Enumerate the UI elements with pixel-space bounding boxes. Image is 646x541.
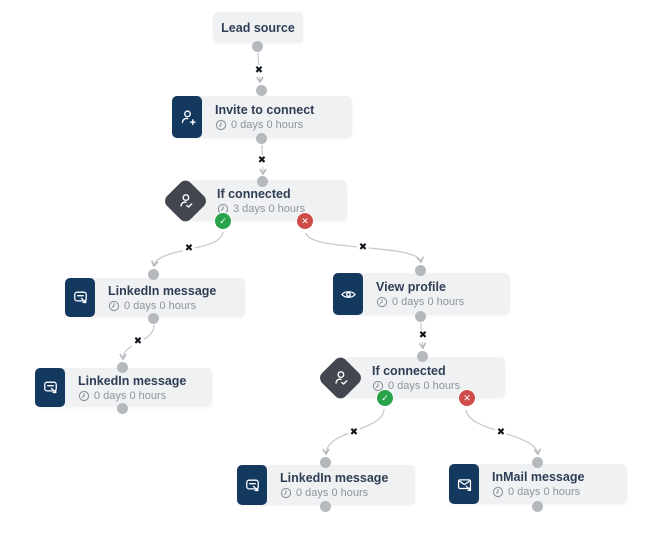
clock-icon — [215, 119, 227, 131]
node-linkedin-message-1[interactable]: LinkedIn message 0 days 0 hours — [65, 278, 245, 317]
connector-dot[interactable] — [415, 311, 426, 322]
chat-bubble-icon — [237, 465, 267, 505]
condition-yes-handle[interactable]: ✓ — [376, 389, 394, 407]
connector-dot[interactable] — [257, 176, 268, 187]
node-lead-source[interactable]: Lead source — [213, 12, 303, 43]
connector-dot[interactable] — [117, 403, 128, 414]
node-delay: 3 days 0 hours — [217, 203, 305, 215]
connector-dot[interactable] — [417, 351, 428, 362]
condition-no-handle[interactable]: ✕ — [458, 389, 476, 407]
node-view-profile[interactable]: View profile 0 days 0 hours — [333, 273, 510, 315]
clock-icon — [78, 390, 90, 401]
condition-yes-handle[interactable]: ✓ — [214, 212, 232, 230]
connector-dot[interactable] — [532, 457, 543, 468]
node-title: LinkedIn message — [280, 471, 389, 485]
node-title: If connected — [372, 363, 446, 378]
node-title: Invite to connect — [215, 103, 315, 117]
node-delay: 0 days 0 hours — [372, 380, 460, 392]
node-title: InMail message — [492, 470, 585, 484]
connector-dot[interactable] — [256, 85, 267, 96]
node-delay: 0 days 0 hours — [215, 119, 314, 131]
node-delay: 0 days 0 hours — [280, 487, 388, 499]
node-title: If connected — [217, 186, 291, 201]
node-title: LinkedIn message — [78, 373, 187, 388]
node-delay: 0 days 0 hours — [108, 300, 216, 312]
chat-bubble-icon — [35, 368, 65, 407]
clock-icon — [372, 380, 384, 391]
node-delay: 0 days 0 hours — [492, 486, 584, 498]
clock-icon — [108, 300, 120, 311]
connector-dot[interactable] — [256, 133, 267, 144]
node-delay: 0 days 0 hours — [376, 296, 464, 308]
edge-x-button[interactable]: ✖ — [131, 336, 145, 348]
clock-icon — [280, 487, 292, 499]
node-title: View profile — [376, 280, 446, 294]
node-linkedin-message-3[interactable]: LinkedIn message 0 days 0 hours — [237, 465, 415, 505]
edge-x-button[interactable]: ✖ — [255, 155, 269, 167]
node-linkedin-message-2[interactable]: LinkedIn message 0 days 0 hours — [35, 368, 212, 407]
connector-dot[interactable] — [117, 362, 128, 373]
connector-dot[interactable] — [320, 457, 331, 468]
inmail-envelope-icon — [449, 464, 479, 504]
clock-icon — [376, 296, 388, 308]
connector-dot[interactable] — [252, 41, 263, 52]
node-if-connected-2[interactable]: If connected 0 days 0 hours ✓ ✕ — [317, 354, 505, 407]
person-check-icon — [317, 354, 364, 401]
node-delay: 0 days 0 hours — [78, 390, 186, 402]
connector-dot[interactable] — [148, 269, 159, 280]
node-if-connected-1[interactable]: If connected 3 days 0 hours ✓ ✕ — [162, 177, 347, 230]
node-inmail-message[interactable]: InMail message 0 days 0 hours — [449, 464, 627, 504]
connector-dot[interactable] — [148, 313, 159, 324]
person-add-icon — [172, 96, 202, 138]
edge-x-button[interactable]: ✖ — [347, 427, 361, 439]
condition-no-handle[interactable]: ✕ — [296, 212, 314, 230]
eye-icon — [333, 273, 363, 315]
clock-icon — [492, 486, 504, 498]
edge-x-button[interactable]: ✖ — [356, 242, 370, 254]
edge-x-button[interactable]: ✖ — [182, 243, 196, 255]
chat-bubble-icon — [65, 278, 95, 317]
edge-x-button[interactable]: ✖ — [252, 65, 266, 77]
node-title: LinkedIn message — [108, 283, 217, 298]
person-check-icon — [162, 177, 209, 224]
edge-x-button[interactable]: ✖ — [416, 330, 430, 342]
node-title: Lead source — [221, 20, 295, 35]
connector-dot[interactable] — [320, 501, 331, 512]
node-invite-to-connect[interactable]: Invite to connect 0 days 0 hours — [172, 96, 352, 138]
connector-dot[interactable] — [532, 501, 543, 512]
edge-x-button[interactable]: ✖ — [494, 427, 508, 439]
connector-dot[interactable] — [415, 265, 426, 276]
